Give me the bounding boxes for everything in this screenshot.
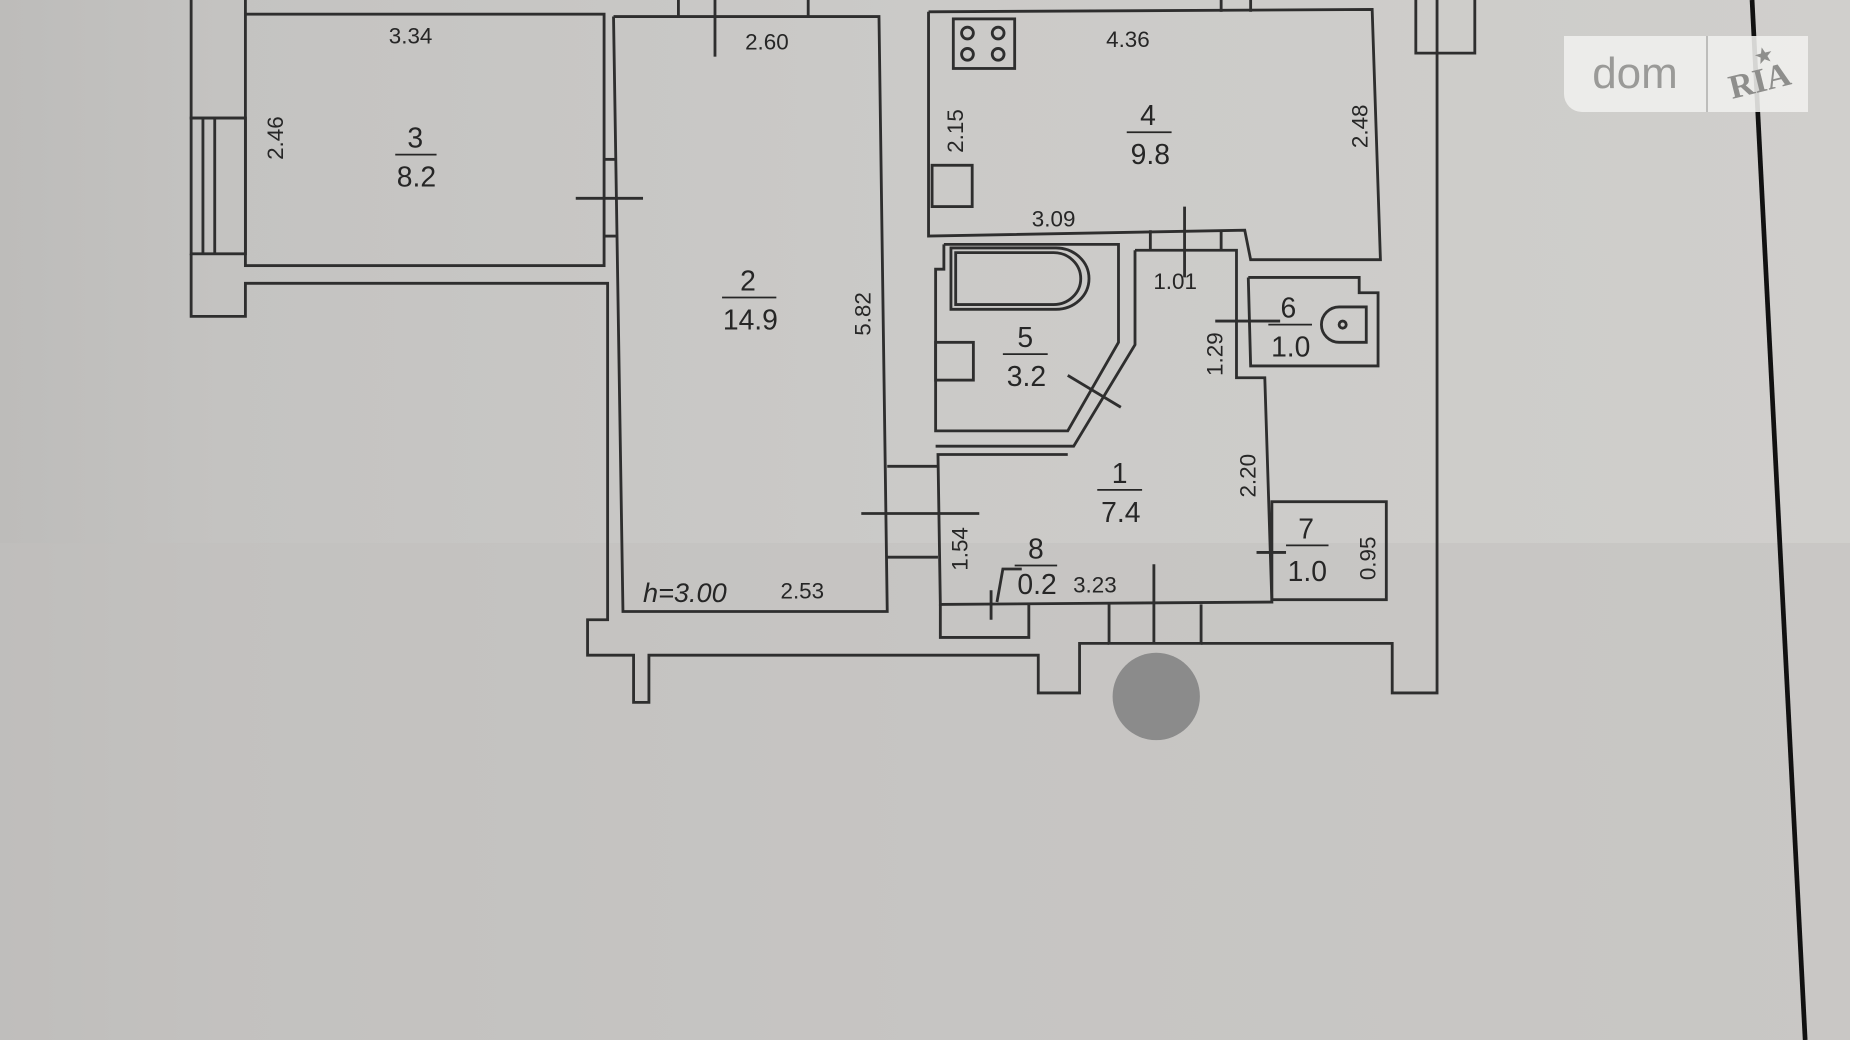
dim-label: 2.15	[943, 109, 968, 153]
marker-circle	[1112, 652, 1200, 741]
room-1-label: 1 7.4	[1097, 458, 1143, 529]
room-6-label: 6 1.0	[1268, 293, 1312, 364]
dim-label: 3.34	[389, 24, 433, 49]
walls	[189, 0, 1477, 704]
dim-label: 3.09	[1032, 207, 1076, 232]
dim-label: 2.60	[745, 30, 789, 55]
dim-label: 3.23	[1073, 573, 1117, 598]
dim-label: 1.01	[1153, 269, 1197, 294]
dim-label: 2.20	[1235, 454, 1260, 498]
room-7-label: 7 1.0	[1286, 513, 1329, 588]
room-number: 8	[1028, 533, 1044, 565]
room-3-label: 3 8.2	[395, 123, 437, 194]
room-4-label: 4 9.8	[1126, 100, 1172, 171]
page-edge-line	[1749, 0, 1808, 1040]
ceiling-height: h=3.00	[643, 577, 727, 608]
room-area: 0.2	[1017, 569, 1056, 601]
room-number: 1	[1112, 458, 1128, 490]
room-area: 9.8	[1131, 139, 1170, 171]
room-number: 4	[1140, 100, 1156, 132]
room-2-label: 2 14.9	[722, 265, 778, 336]
dimensions: 3.34 2.46 2.60 5.82 2.53 h=3.00 4.36 2.1…	[263, 24, 1381, 608]
room-area: 8.2	[397, 162, 436, 194]
logo-ria-text: RIA	[1725, 55, 1795, 107]
dim-label: 5.82	[851, 292, 876, 336]
room-number: 2	[740, 265, 756, 297]
room-number: 5	[1017, 322, 1033, 354]
dim-label: 4.36	[1106, 27, 1150, 52]
dim-label: 1.29	[1202, 332, 1227, 376]
room-5-label: 5 3.2	[1002, 322, 1048, 393]
dim-label: 1.54	[947, 527, 972, 571]
room-area: 1.0	[1288, 556, 1327, 588]
room-area: 3.2	[1007, 361, 1046, 393]
room-area: 1.0	[1271, 331, 1310, 363]
star-icon	[1754, 47, 1772, 64]
room-area: 7.4	[1101, 497, 1140, 529]
dim-label: 2.46	[263, 116, 288, 160]
dim-label: 0.95	[1356, 537, 1381, 581]
room-number: 6	[1281, 293, 1297, 325]
logo-dom-text: dom	[1564, 36, 1708, 112]
domria-logo: dom RIA	[1564, 36, 1808, 112]
dim-label: 2.53	[780, 578, 824, 603]
room-number: 7	[1298, 513, 1314, 545]
room-8-label: 8 0.2	[1014, 533, 1058, 601]
room-area: 14.9	[723, 304, 778, 336]
room-number: 3	[407, 123, 423, 155]
logo-ria: RIA	[1700, 25, 1815, 123]
dim-label: 2.48	[1347, 105, 1372, 149]
